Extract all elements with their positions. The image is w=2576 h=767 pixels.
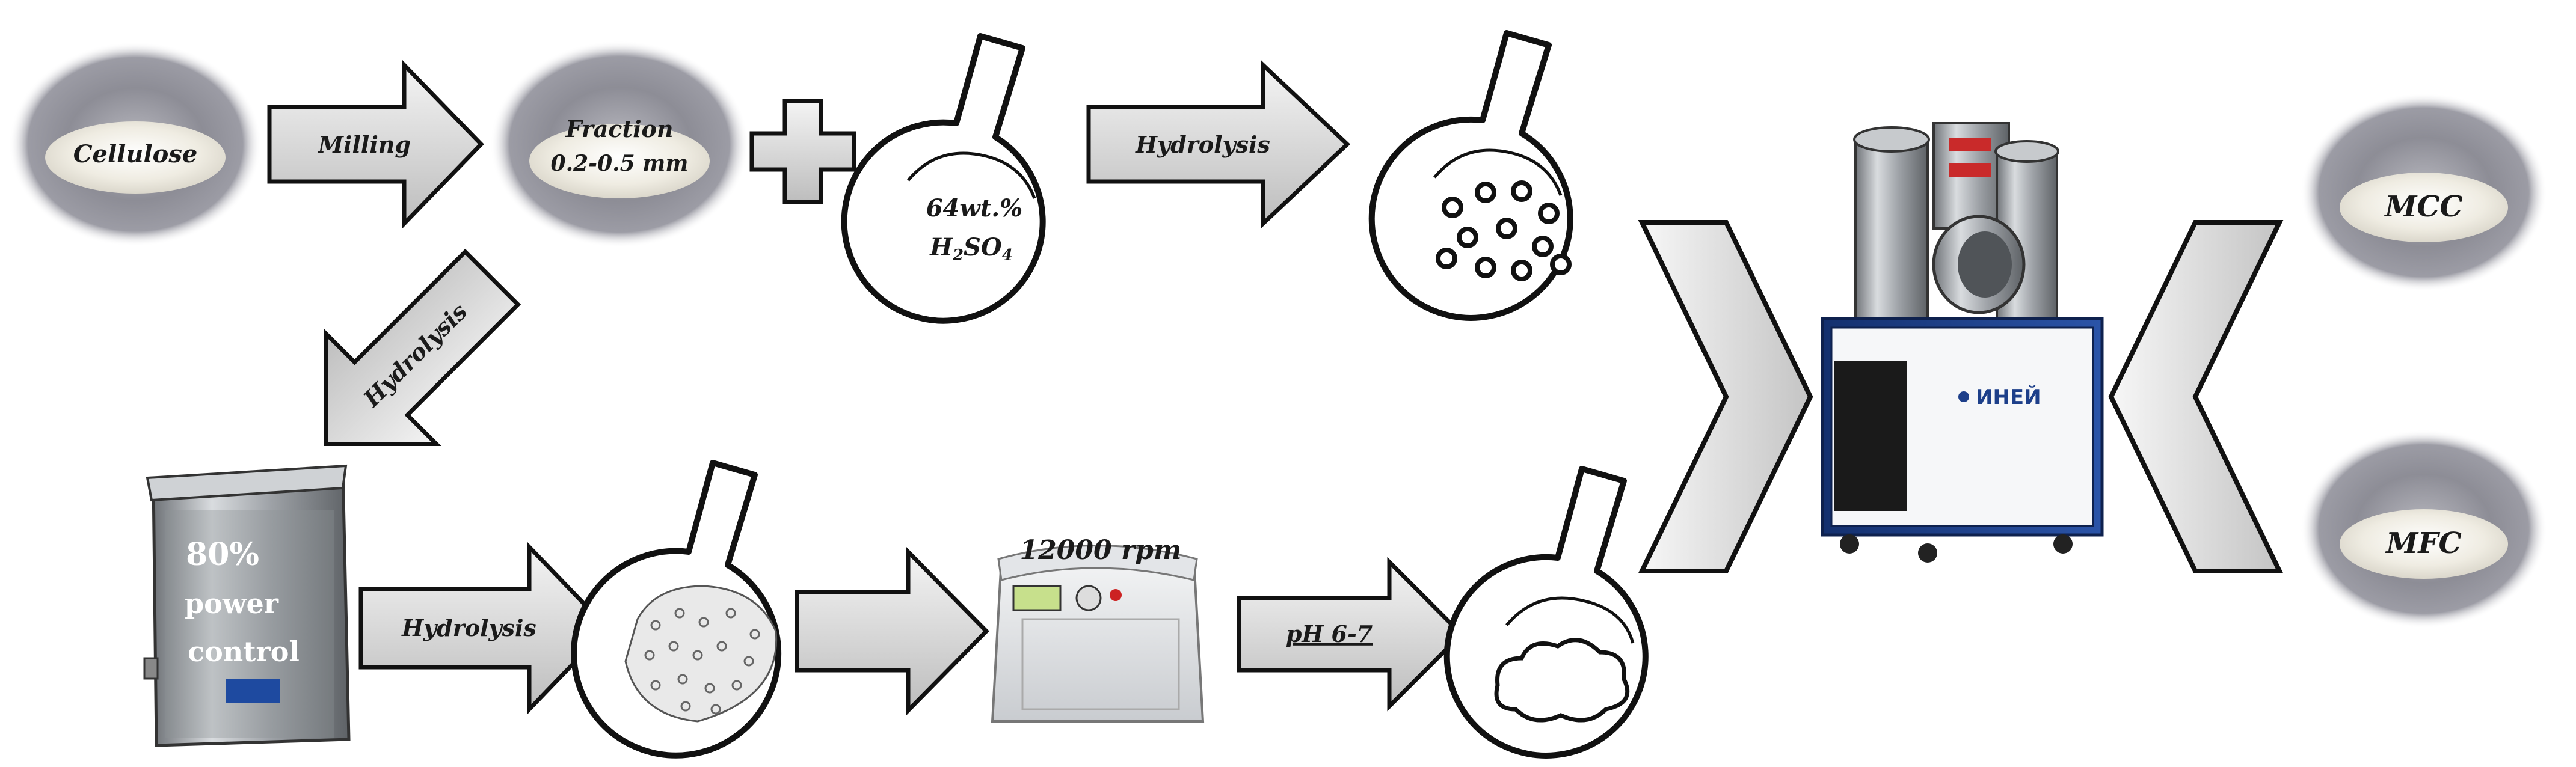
hydrolysis-arrow-bottom: Hydrolysis <box>358 542 610 715</box>
centrifuge-knob-icon <box>1075 585 1102 611</box>
plus-icon <box>749 99 856 204</box>
ultrasonic-bath: 80% power control <box>143 464 351 747</box>
mfc-powder: MFC <box>2301 430 2547 628</box>
milling-arrow: Milling <box>267 60 484 229</box>
freeze-dryer: ИНЕЙ <box>1821 122 2104 563</box>
bath-power-percent: 80% <box>186 536 259 573</box>
flask-gel <box>1443 466 1649 759</box>
dryer-display-bottom <box>1949 163 1991 177</box>
chevron-right-icon <box>1638 220 1813 573</box>
mfc-label: MFC <box>2385 527 2461 560</box>
cellulose-label: Cellulose <box>73 140 198 168</box>
ph-label: pH 6-7 <box>1286 620 1373 647</box>
fraction-size-label: 0.2-0.5 mm <box>551 151 689 176</box>
ph-arrow: pH 6-7 <box>1237 557 1465 712</box>
hydrolysis-arrow-top: Hydrolysis <box>1086 60 1351 229</box>
flask-acid: 64wt.% H2SO4 <box>841 33 1046 324</box>
bath-control-panel <box>226 679 280 703</box>
chevron-left-icon <box>2108 220 2284 573</box>
centrifuge: 12000 rpm <box>991 535 1205 723</box>
dryer-logo-icon <box>1958 391 1969 402</box>
centrifuge-stop-icon <box>1110 589 1122 601</box>
flask-particles <box>1368 30 1573 321</box>
hydrolysis-bottom-label: Hydrolysis <box>401 614 536 641</box>
dryer-display-top <box>1949 138 1991 151</box>
bath-power-word: power <box>185 587 279 620</box>
cellulose-powder: Cellulose <box>9 42 262 246</box>
milling-label: Milling <box>317 131 411 158</box>
acid-formula-label: H2SO4 <box>929 233 1013 264</box>
bath-control-word: control <box>188 635 300 668</box>
flask-dispersion <box>571 460 782 759</box>
arrow-to-centrifuge <box>795 546 989 716</box>
particle-circles <box>1436 180 1572 281</box>
dryer-brand-label: ИНЕЙ <box>1976 385 2041 409</box>
centrifuge-speed-label: 12000 rpm <box>1020 535 1182 566</box>
acid-concentration-label: 64wt.% <box>926 194 1023 222</box>
mcc-label: MCC <box>2384 190 2463 224</box>
centrifuge-display <box>1012 585 1062 611</box>
dryer-vent <box>1834 361 1907 511</box>
gel-cloud <box>1494 638 1630 723</box>
hydrolysis-top-label: Hydrolysis <box>1135 131 1270 158</box>
mcc-powder: MCC <box>2301 93 2547 292</box>
dispersion-dots <box>644 608 760 715</box>
drain-valve-icon <box>143 657 159 680</box>
fraction-label: Fraction <box>565 115 673 142</box>
hydrolysis-arrow-diagonal: Hydrolysis <box>324 248 521 446</box>
fraction-powder: Fraction 0.2-0.5 mm <box>490 41 749 248</box>
